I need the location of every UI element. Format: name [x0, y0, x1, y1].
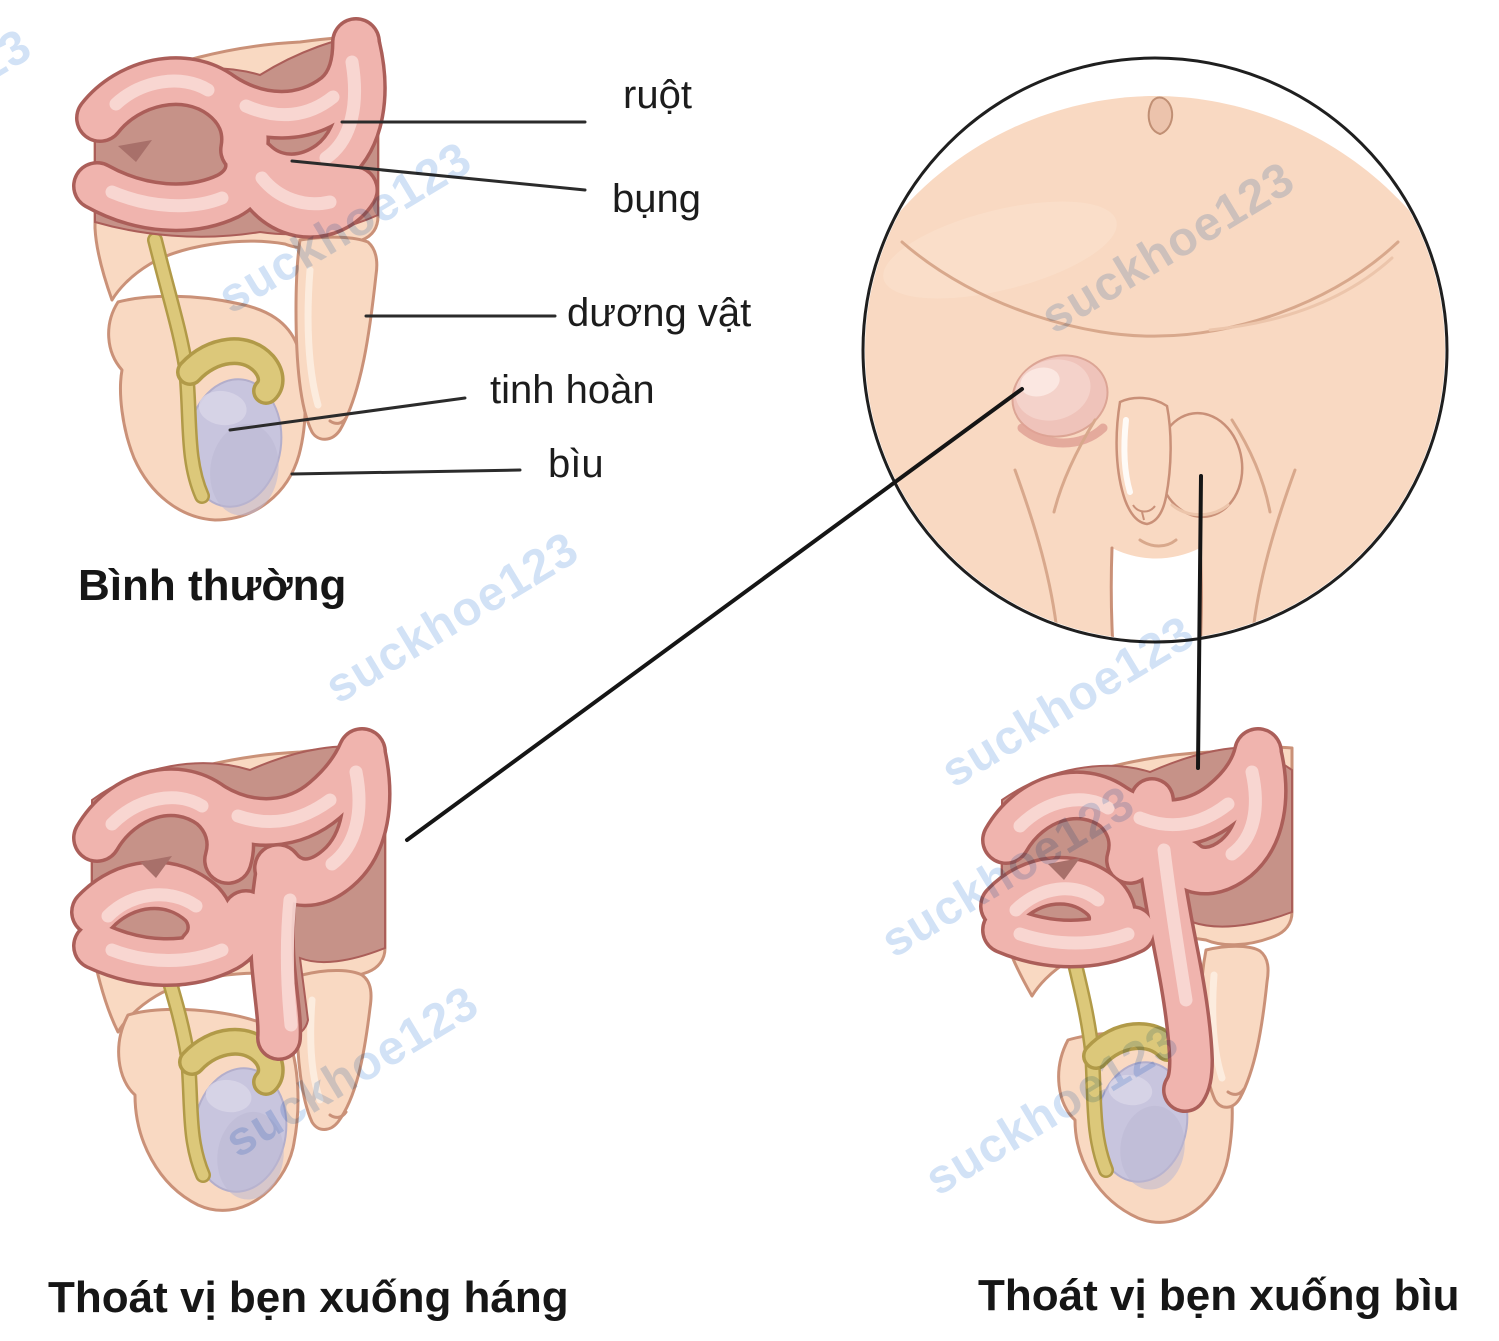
penis	[294, 235, 379, 441]
caption-hernia-scrotum: Thoát vị bẹn xuống bìu	[978, 1271, 1460, 1320]
label-penis: dương vật	[567, 291, 752, 335]
label-abdomen: bụng	[612, 177, 701, 221]
intestine-tube	[256, 732, 388, 904]
testicle	[185, 378, 283, 516]
connector-bulge-to-groin-figure	[405, 387, 1024, 842]
label-intestine: ruột	[623, 73, 692, 117]
belly-sheen	[883, 201, 1117, 299]
intestines-herniated	[979, 727, 1293, 1113]
intestines-herniated	[70, 727, 392, 1061]
navel	[1147, 96, 1174, 136]
pointer-scrotum	[290, 468, 522, 476]
hernia-bulge	[1011, 354, 1109, 448]
waist-crease	[900, 240, 1400, 338]
inset-external-view	[861, 56, 1449, 644]
penis-external	[1115, 396, 1172, 526]
testicle	[192, 1067, 288, 1200]
label-testicle: tinh hoàn	[490, 368, 655, 412]
caption-hernia-groin: Thoát vị bẹn xuống háng	[48, 1273, 569, 1322]
penis	[295, 969, 373, 1131]
intestine-fold-shadow	[118, 140, 152, 162]
pointer-abdomen	[290, 159, 587, 192]
label-pointer-lines	[228, 120, 587, 476]
spermatic-duct	[1060, 927, 1182, 1178]
figure-hernia-scrotum	[979, 727, 1294, 1224]
spermatic-duct	[147, 232, 285, 504]
figure-hernia-groin	[70, 727, 392, 1212]
label-scrotum: bìu	[548, 442, 604, 486]
inset-connector-lines	[405, 387, 1203, 842]
connector-scrotum-to-scrotum-figure	[1196, 474, 1203, 770]
caption-normal: Bình thường	[78, 561, 347, 610]
inset-circle-outline	[861, 56, 1449, 644]
pointer-testicle	[228, 396, 467, 432]
groin-crease-right	[1230, 418, 1272, 514]
waist-crease-echo	[1208, 256, 1394, 332]
between-legs-gap	[1111, 548, 1202, 640]
thigh-crease-left	[1013, 468, 1060, 640]
intestine-fold-shadow	[140, 856, 172, 878]
thigh-crease-right	[1250, 468, 1297, 640]
intestine-fold-shadow	[1048, 858, 1080, 880]
groin-crease-left	[1052, 418, 1097, 514]
hernia-loop	[252, 848, 299, 1058]
